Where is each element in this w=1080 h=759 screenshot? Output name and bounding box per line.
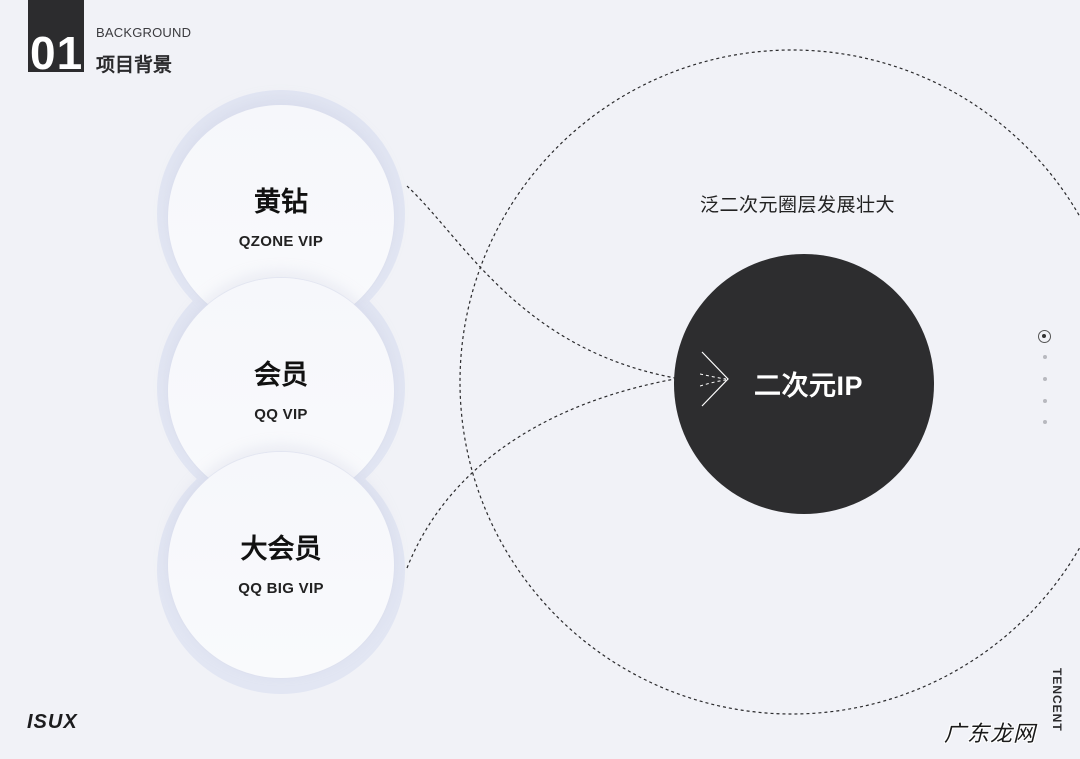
section-number-block [28,0,84,72]
arrow-chevron-icon [700,351,729,407]
membership-name-en: QQ BIG VIP [238,580,324,597]
section-number: 01 [30,27,84,79]
isux-logo: ISUX [27,711,78,733]
pager-dot[interactable] [1043,399,1047,403]
curve-from-top [406,185,723,385]
watermark-text: 广东龙网 [944,722,1037,747]
tencent-logo: TENCENT [1050,668,1064,732]
pager-dot-active[interactable] [1038,330,1051,343]
section-title-zh: 项目背景 [96,55,173,76]
membership-name-zh: 大会员 [240,534,322,564]
slide-pager [1038,330,1052,430]
membership-circle-qq-big-vip: 大会员 QQ BIG VIP [168,452,394,678]
curve-from-bottom [406,371,723,569]
membership-name-en: QQ VIP [254,406,308,423]
membership-name-zh: 黄钻 [254,187,308,217]
membership-name-zh: 会员 [254,360,308,390]
section-title-en: BACKGROUND [96,25,192,40]
tagline: 泛二次元圈层发展壮大 [700,195,896,216]
core-circle [674,254,934,514]
pager-dot[interactable] [1043,377,1047,381]
core-label: 二次元IP [754,371,864,401]
membership-name-en: QZONE VIP [238,233,324,250]
pager-dot[interactable] [1043,420,1047,424]
pager-dot[interactable] [1043,355,1047,359]
